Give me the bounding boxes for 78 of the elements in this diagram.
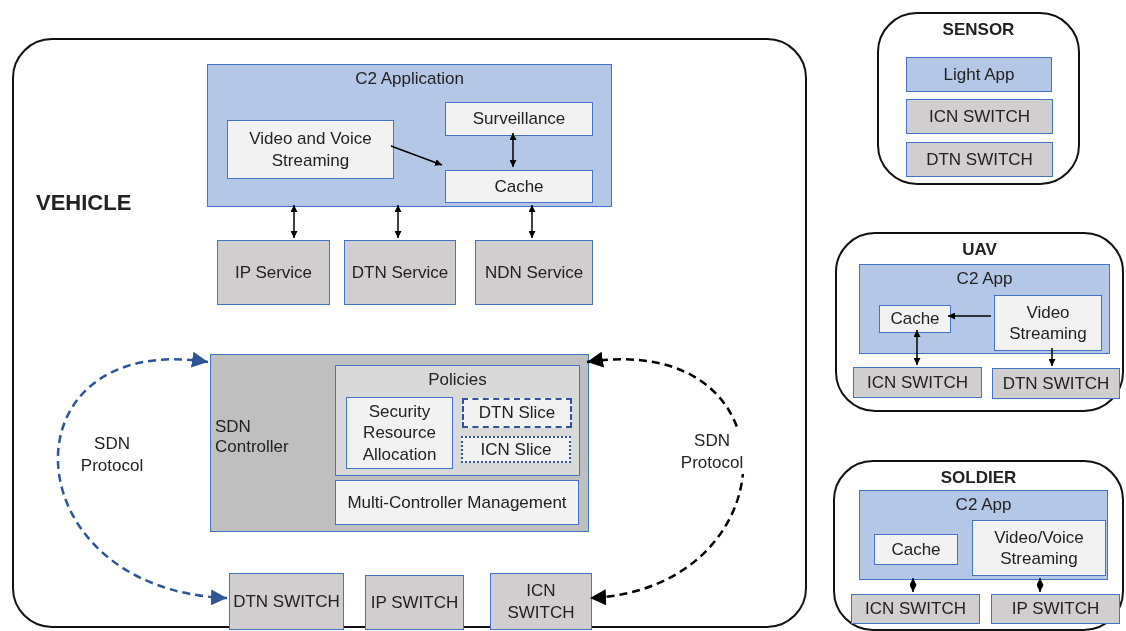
- arrow: [947, 312, 992, 320]
- box-label: ICN SWITCH: [506, 580, 576, 623]
- process-box: [972, 520, 1106, 576]
- process-box: [906, 142, 1053, 177]
- group-panel: [335, 365, 580, 476]
- process-box: [462, 398, 572, 428]
- panel-title: SENSOR: [941, 20, 1016, 40]
- box-label: Video Streaming: [1008, 301, 1088, 345]
- group-panel: [906, 57, 1052, 92]
- arrow: [394, 204, 402, 239]
- arrow: [913, 329, 921, 366]
- arrow: [290, 204, 298, 239]
- arrow: [528, 204, 536, 239]
- device-panel: [877, 12, 1080, 185]
- box-label: NDN Service: [484, 261, 584, 284]
- box-label: Video and Voice Streaming: [248, 128, 373, 171]
- panel-title: UAV: [961, 240, 998, 260]
- group-panel: [207, 64, 612, 207]
- box-label: ICN SWITCH: [864, 598, 966, 620]
- process-box: [490, 573, 592, 630]
- process-box: [445, 170, 593, 203]
- process-box: [217, 240, 330, 305]
- box-label: Surveillance: [472, 108, 566, 130]
- panel-title: C2 App: [955, 269, 1014, 289]
- arrow: [1048, 347, 1056, 367]
- group-panel: [859, 264, 1110, 354]
- process-box: [229, 573, 344, 630]
- box-label: DTN SWITCH: [233, 590, 340, 613]
- process-box: [879, 305, 951, 333]
- arrow: [909, 577, 917, 593]
- process-box: [994, 295, 1102, 351]
- box-label: Cache: [891, 538, 941, 561]
- group-panel: [210, 354, 589, 532]
- arrow: [509, 132, 517, 168]
- box-label: IP Service: [234, 261, 313, 284]
- process-box: [461, 436, 571, 463]
- process-box: [906, 99, 1053, 134]
- panel-title: C2 Application: [354, 69, 465, 89]
- process-box: [227, 120, 394, 179]
- box-label: DTN SWITCH: [1002, 372, 1110, 395]
- arrow: [586, 353, 745, 604]
- box-label: IP SWITCH: [1011, 598, 1100, 620]
- box-label: DTN Slice: [478, 402, 556, 424]
- process-box: [475, 240, 593, 305]
- panel-title: C2 App: [954, 495, 1013, 515]
- process-box: [344, 240, 456, 305]
- box-label: Multi-Controller Management: [347, 491, 567, 514]
- device-panel: [833, 460, 1124, 631]
- device-panel: [12, 38, 807, 628]
- box-label: DTN Service: [351, 261, 449, 284]
- box-label: ICN Slice: [480, 438, 552, 461]
- process-box: [992, 368, 1120, 399]
- box-label: Light App: [943, 63, 1015, 86]
- panel-title: VEHICLE: [36, 190, 133, 216]
- device-panel: [835, 232, 1124, 412]
- process-box: [335, 480, 579, 525]
- panel-title: SOLDIER: [939, 468, 1018, 488]
- panel-title: SDN Controller: [215, 417, 290, 457]
- panel-title: Policies: [427, 370, 488, 390]
- box-label: Security Resource Allocation: [361, 401, 438, 465]
- box-label: IP SWITCH: [370, 591, 459, 614]
- box-label: Video/Voice Streaming: [993, 526, 1085, 570]
- process-box: [991, 594, 1120, 624]
- process-box: [445, 102, 593, 136]
- box-label: Cache: [890, 308, 940, 330]
- arrow: [56, 353, 228, 604]
- box-label: DTN SWITCH: [926, 148, 1033, 171]
- process-box: [874, 534, 958, 565]
- process-box: [346, 397, 453, 469]
- process-box: [853, 367, 982, 398]
- arrow: [1036, 577, 1044, 593]
- box-label: Cache: [494, 175, 544, 198]
- process-box: [851, 594, 980, 624]
- box-label: ICN SWITCH: [928, 105, 1030, 128]
- process-box: [365, 575, 464, 630]
- box-label: ICN SWITCH: [866, 371, 968, 394]
- arrow: [390, 145, 443, 166]
- group-panel: [859, 490, 1108, 580]
